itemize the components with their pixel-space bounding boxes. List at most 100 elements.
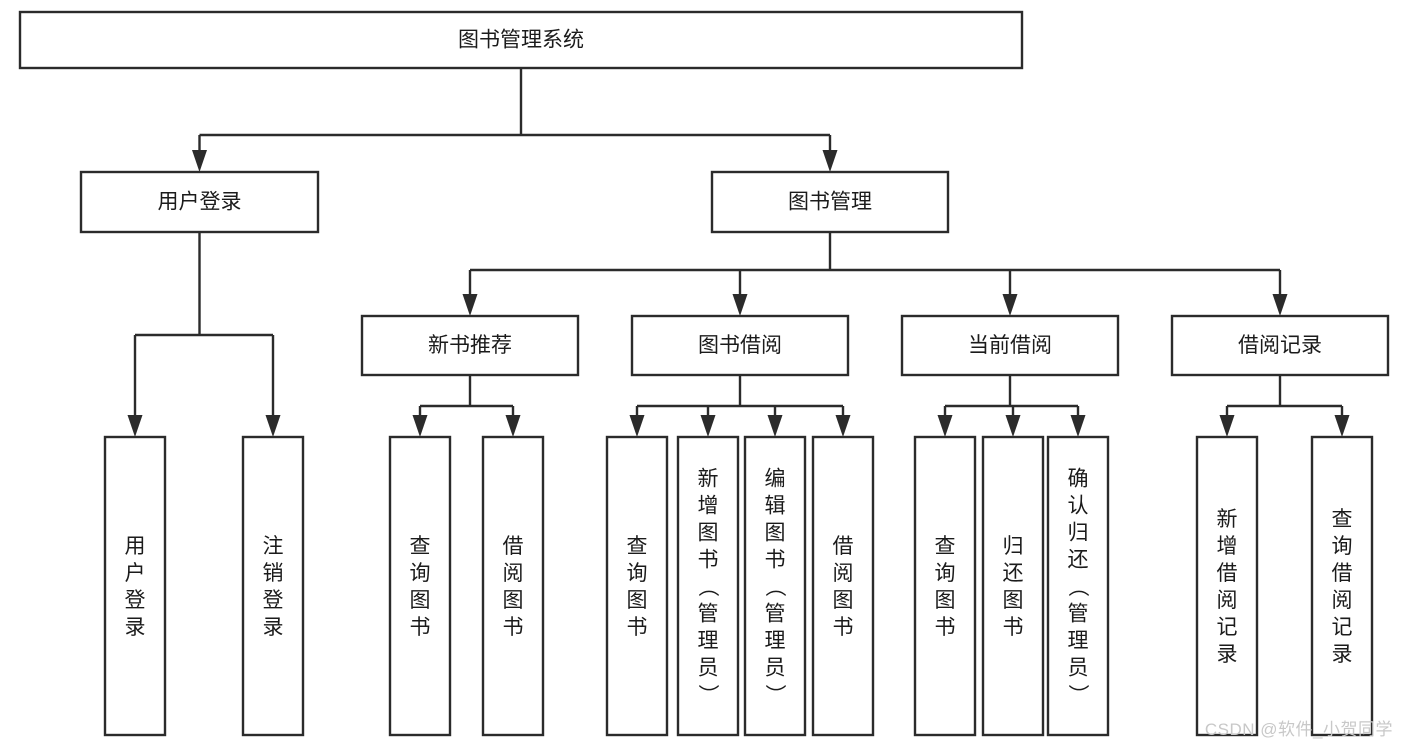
node-label-char: 注 (263, 535, 284, 558)
connector-group-borrow-record (1219, 375, 1350, 437)
node-label-char: 图 (935, 589, 956, 612)
connector-group-new-book-recommend (412, 375, 521, 437)
node-label: 用户登录 (158, 191, 242, 214)
node-label-char: 登 (125, 589, 146, 612)
node-box[interactable] (1170, 314, 1390, 377)
node-label-char: 查 (627, 535, 648, 558)
node-label: 图书管理系统 (458, 29, 584, 52)
connector-arrowhead (462, 294, 478, 316)
node-box[interactable] (79, 170, 320, 234)
node-label-char: 记 (1332, 616, 1353, 639)
node-label-char: 询 (410, 562, 431, 585)
connector-arrowhead (822, 150, 838, 172)
node-box[interactable] (388, 435, 452, 737)
node-label-char: 询 (1332, 535, 1353, 558)
connector-arrowhead (700, 415, 716, 437)
node-label-char: 图 (765, 522, 786, 545)
node-box[interactable] (743, 435, 807, 737)
node-leaf-user-login[interactable]: 用户登录 (103, 435, 167, 737)
node-box[interactable] (913, 435, 977, 737)
node-label-char: 阅 (1332, 589, 1353, 612)
node-box[interactable] (481, 435, 545, 737)
connector-group-book-borrow (629, 375, 851, 437)
node-user-login[interactable]: 用户登录 (79, 170, 320, 234)
node-label-char: 书 (410, 616, 431, 639)
connector-arrowhead (1334, 415, 1350, 437)
node-box[interactable] (981, 435, 1045, 737)
node-box[interactable] (676, 435, 740, 737)
node-label-char: 查 (1332, 508, 1353, 531)
node-box[interactable] (605, 435, 669, 737)
node-label-char: （ (1066, 576, 1089, 597)
node-book-manage[interactable]: 图书管理 (710, 170, 950, 234)
connector-arrowhead (1272, 294, 1288, 316)
node-label-char: 员 (1068, 657, 1089, 680)
connector-layer (127, 68, 1350, 437)
node-label-char: 询 (935, 562, 956, 585)
node-label-char: 录 (1217, 643, 1238, 666)
node-box[interactable] (103, 435, 167, 737)
node-current-borrow[interactable]: 当前借阅 (900, 314, 1120, 377)
connector-group-current-borrow (937, 375, 1086, 437)
node-label-char: 阅 (1217, 589, 1238, 612)
node-label-char: 记 (1217, 616, 1238, 639)
node-label-char: （ (763, 576, 786, 597)
node-label-char: ） (696, 684, 719, 705)
node-box[interactable] (1195, 435, 1259, 737)
node-label-char: 阅 (833, 562, 854, 585)
node-box[interactable] (1310, 435, 1374, 737)
node-label-char: 认 (1068, 495, 1089, 518)
connector-group-book-manage (462, 232, 1288, 316)
node-label-char: 理 (765, 630, 786, 653)
node-label-char: 图 (833, 589, 854, 612)
node-root[interactable]: 图书管理系统 (18, 10, 1024, 70)
node-label-char: 还 (1003, 562, 1024, 585)
node-label-char: 确 (1068, 468, 1089, 491)
node-label-char: 还 (1068, 549, 1089, 572)
node-label-char: ） (763, 684, 786, 705)
node-label-char: 查 (935, 535, 956, 558)
node-label-char: 增 (698, 495, 719, 518)
node-box[interactable] (811, 435, 875, 737)
node-box[interactable] (710, 170, 950, 234)
node-box[interactable] (18, 10, 1024, 70)
node-label-char: 书 (833, 616, 854, 639)
node-label-char: 录 (263, 616, 284, 639)
node-label-char: 理 (698, 630, 719, 653)
node-borrow-record[interactable]: 借阅记录 (1170, 314, 1390, 377)
node-label-char: 图 (698, 522, 719, 545)
watermark-label: CSDN @软件_小贺同学 (1204, 720, 1393, 739)
node-label-char: 借 (833, 535, 854, 558)
node-label-char: 书 (503, 616, 524, 639)
connector-arrowhead (629, 415, 645, 437)
node-new-book-recommend[interactable]: 新书推荐 (360, 314, 580, 377)
node-label: 新书推荐 (428, 334, 512, 357)
node-book-borrow[interactable]: 图书借阅 (630, 314, 850, 377)
node-label-char: 图 (627, 589, 648, 612)
connector-arrowhead (1070, 415, 1086, 437)
connector-arrowhead (937, 415, 953, 437)
node-label-char: 书 (935, 616, 956, 639)
node-label-char: 编 (765, 468, 786, 491)
node-label-char: 理 (1068, 630, 1089, 653)
node-box[interactable] (630, 314, 850, 377)
node-box[interactable] (360, 314, 580, 377)
connector-arrowhead (412, 415, 428, 437)
node-box[interactable] (241, 435, 305, 737)
node-box[interactable] (900, 314, 1120, 377)
node-box[interactable] (1046, 435, 1110, 737)
node-label-char: 管 (698, 603, 719, 626)
